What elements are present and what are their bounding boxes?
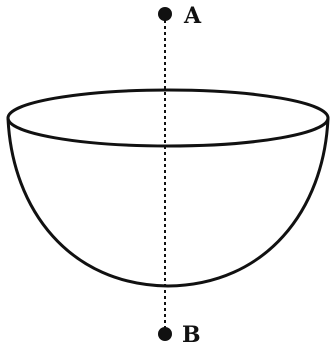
point-a: A — [158, 3, 202, 29]
point-a-label: A — [183, 3, 202, 29]
bowl-body-curve — [6, 116, 330, 288]
point-b-dot — [158, 327, 172, 341]
bowl-rim-ellipse — [6, 88, 330, 148]
point-a-dot — [158, 7, 172, 21]
point-b-label: B — [182, 322, 201, 346]
point-b: B — [158, 322, 201, 346]
